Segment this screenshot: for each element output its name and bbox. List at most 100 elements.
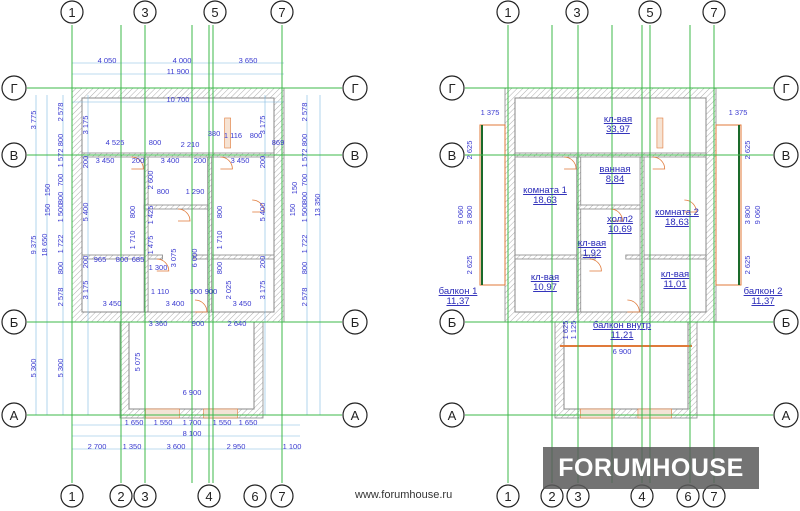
room-name: кл-вая [604,114,632,125]
axis-marker [773,309,799,335]
dimension-label: 800 [300,192,309,205]
dimension-label: 1 710 [128,231,137,250]
door-swing [252,199,265,213]
dimension-label: 965 [94,255,107,264]
left-plan-wall [193,254,275,260]
dimension-label: 18 650 [40,234,49,257]
axis-label-col: 3 [141,489,148,504]
dimension-label: 9 060 [456,206,465,225]
axis-label-col: 3 [574,489,581,504]
dimension-label: 800 [116,255,129,264]
dimension-label: 6 900 [183,388,202,397]
dimension-label: 800 [56,192,65,205]
room-area: 11,37 [751,296,774,307]
dimension-label: 13 350 [313,194,322,217]
dimension-label: 2 025 [224,281,233,300]
dimension-label: 3 450 [231,156,250,165]
door-swing [156,258,170,272]
axis-marker [439,402,465,428]
axis-marker [496,0,520,24]
dimension-label: 11 900 [167,67,189,76]
axis-label-col: 2 [548,489,555,504]
axis-label-row: А [351,408,360,423]
door-swing [589,258,602,272]
dimension-label: 200 [81,156,90,169]
axis-marker [1,142,27,168]
dimension-label: 1 116 [224,131,242,140]
room-area: 8,84 [606,174,625,185]
axis-label-col: 4 [638,489,645,504]
dimension-label: 4 050 [98,56,117,65]
axis-label-col: 5 [211,5,218,20]
axis-label-col: 1 [504,5,511,20]
dimension-label: 2 625 [465,256,474,275]
dimension-label: 1 572 [56,149,65,168]
axis-label-row: В [448,148,457,163]
axis-label-row: Г [782,81,789,96]
dimension-label: 3 800 [743,206,752,225]
room-area: 11,37 [446,296,469,307]
axis-label-row: В [782,148,791,163]
dimension-label: 1 625 [561,321,570,340]
dimension-label: 1 375 [481,108,500,117]
dimension-label: 2 640 [228,319,247,328]
room-area: 18,63 [533,195,557,206]
dimension-label: 3 450 [103,299,122,308]
dimension-label: 2 625 [743,141,752,160]
dimension-label: 150 [288,204,297,217]
chimney [224,117,231,149]
right-plan-veranda-interior [563,321,689,410]
dimension-label: 8 100 [183,429,202,438]
dimension-label: 9 375 [29,236,38,255]
room-name: балкон внутр [593,320,651,331]
website-url[interactable]: www.forumhouse.ru [355,489,453,501]
room-area: 1,92 [583,248,602,259]
axis-label-row: А [10,408,19,423]
dimension-label: 3 650 [239,56,258,65]
dimension-label: 1 100 [283,442,302,451]
dimension-label: 200 [258,256,267,269]
axis-label-row: Г [10,81,17,96]
dimension-label: 2 578 [300,288,309,307]
axis-label-row: Б [351,315,360,330]
dimension-label: 380 [208,129,221,138]
dimension-label: 3 360 [149,319,168,328]
dimension-label: 5 075 [133,353,142,372]
axis-label-col: 1 [504,489,511,504]
dimension-label: 800 [215,206,224,219]
axis-label-col: 2 [117,489,124,504]
axis-marker [496,484,520,508]
axis-label-col: 5 [646,5,653,20]
dimension-label: 2 950 [227,442,246,451]
dimension-label: 2 578 [56,288,65,307]
right-plan-wall [514,254,596,260]
dimension-label: 3 175 [258,281,267,300]
axis-label-col: 6 [251,489,258,504]
dimension-label: 5 300 [56,359,65,378]
dimension-label: 3 600 [167,442,186,451]
dimension-label: 150 [290,182,299,195]
axis-label-row: А [448,408,457,423]
dimension-label: 200 [132,156,145,165]
dimension-label: 150 [43,204,52,217]
axis-label-col: 7 [278,5,285,20]
dimension-label: 9 060 [753,206,762,225]
axis-marker [702,0,726,24]
axis-marker [243,484,267,508]
dimension-label: 2 625 [743,256,752,275]
right-plan-wall [576,156,582,313]
dimension-label: 800 [149,138,162,147]
room-area: 10,97 [533,282,557,293]
axis-marker [1,402,27,428]
axis-marker [439,75,465,101]
dimension-label: 1 650 [125,418,144,427]
dimension-label: 5 300 [29,359,38,378]
dimension-label: 3 800 [465,206,474,225]
axis-marker [270,484,294,508]
forumhouse-logo: FORUMHOUSE [543,447,759,489]
dimension-label: 1 300 [149,263,168,272]
dimension-label: 1 572 [300,149,309,168]
axis-label-col: 7 [710,489,717,504]
dimension-label: 1 650 [239,418,258,427]
